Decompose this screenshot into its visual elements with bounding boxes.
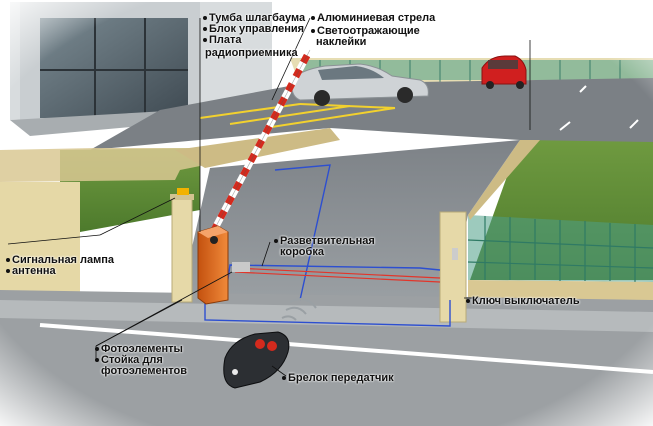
label-receiver-board-2: радиоприемника [205, 47, 298, 59]
label-antenna: антенна [6, 266, 56, 277]
label-key-switch: Ключ выключатель [466, 296, 580, 307]
label-signal-lamp: Сигнальная лампа [6, 255, 114, 266]
label-photocells: Фотоэлементы [95, 344, 183, 355]
label-receiver-board-1: Плата [203, 35, 242, 46]
label-remote-fob: Брелок передатчик [282, 373, 394, 384]
label-reflective-1: Светоотражающие [311, 26, 420, 37]
label-reflective-2: наклейки [316, 36, 367, 48]
label-junction-box-2: коробка [280, 246, 324, 258]
label-junction-box-1: Разветвительная [274, 236, 375, 247]
label-barrier-cabinet: Тумба шлагбаума [203, 13, 305, 24]
label-photocell-stand-1: Стойка для [95, 355, 163, 366]
label-control-unit: Блок управления [203, 24, 304, 35]
label-photocell-stand-2: фотоэлементов [101, 365, 187, 377]
label-aluminum-boom: Алюминиевая стрела [311, 13, 435, 24]
